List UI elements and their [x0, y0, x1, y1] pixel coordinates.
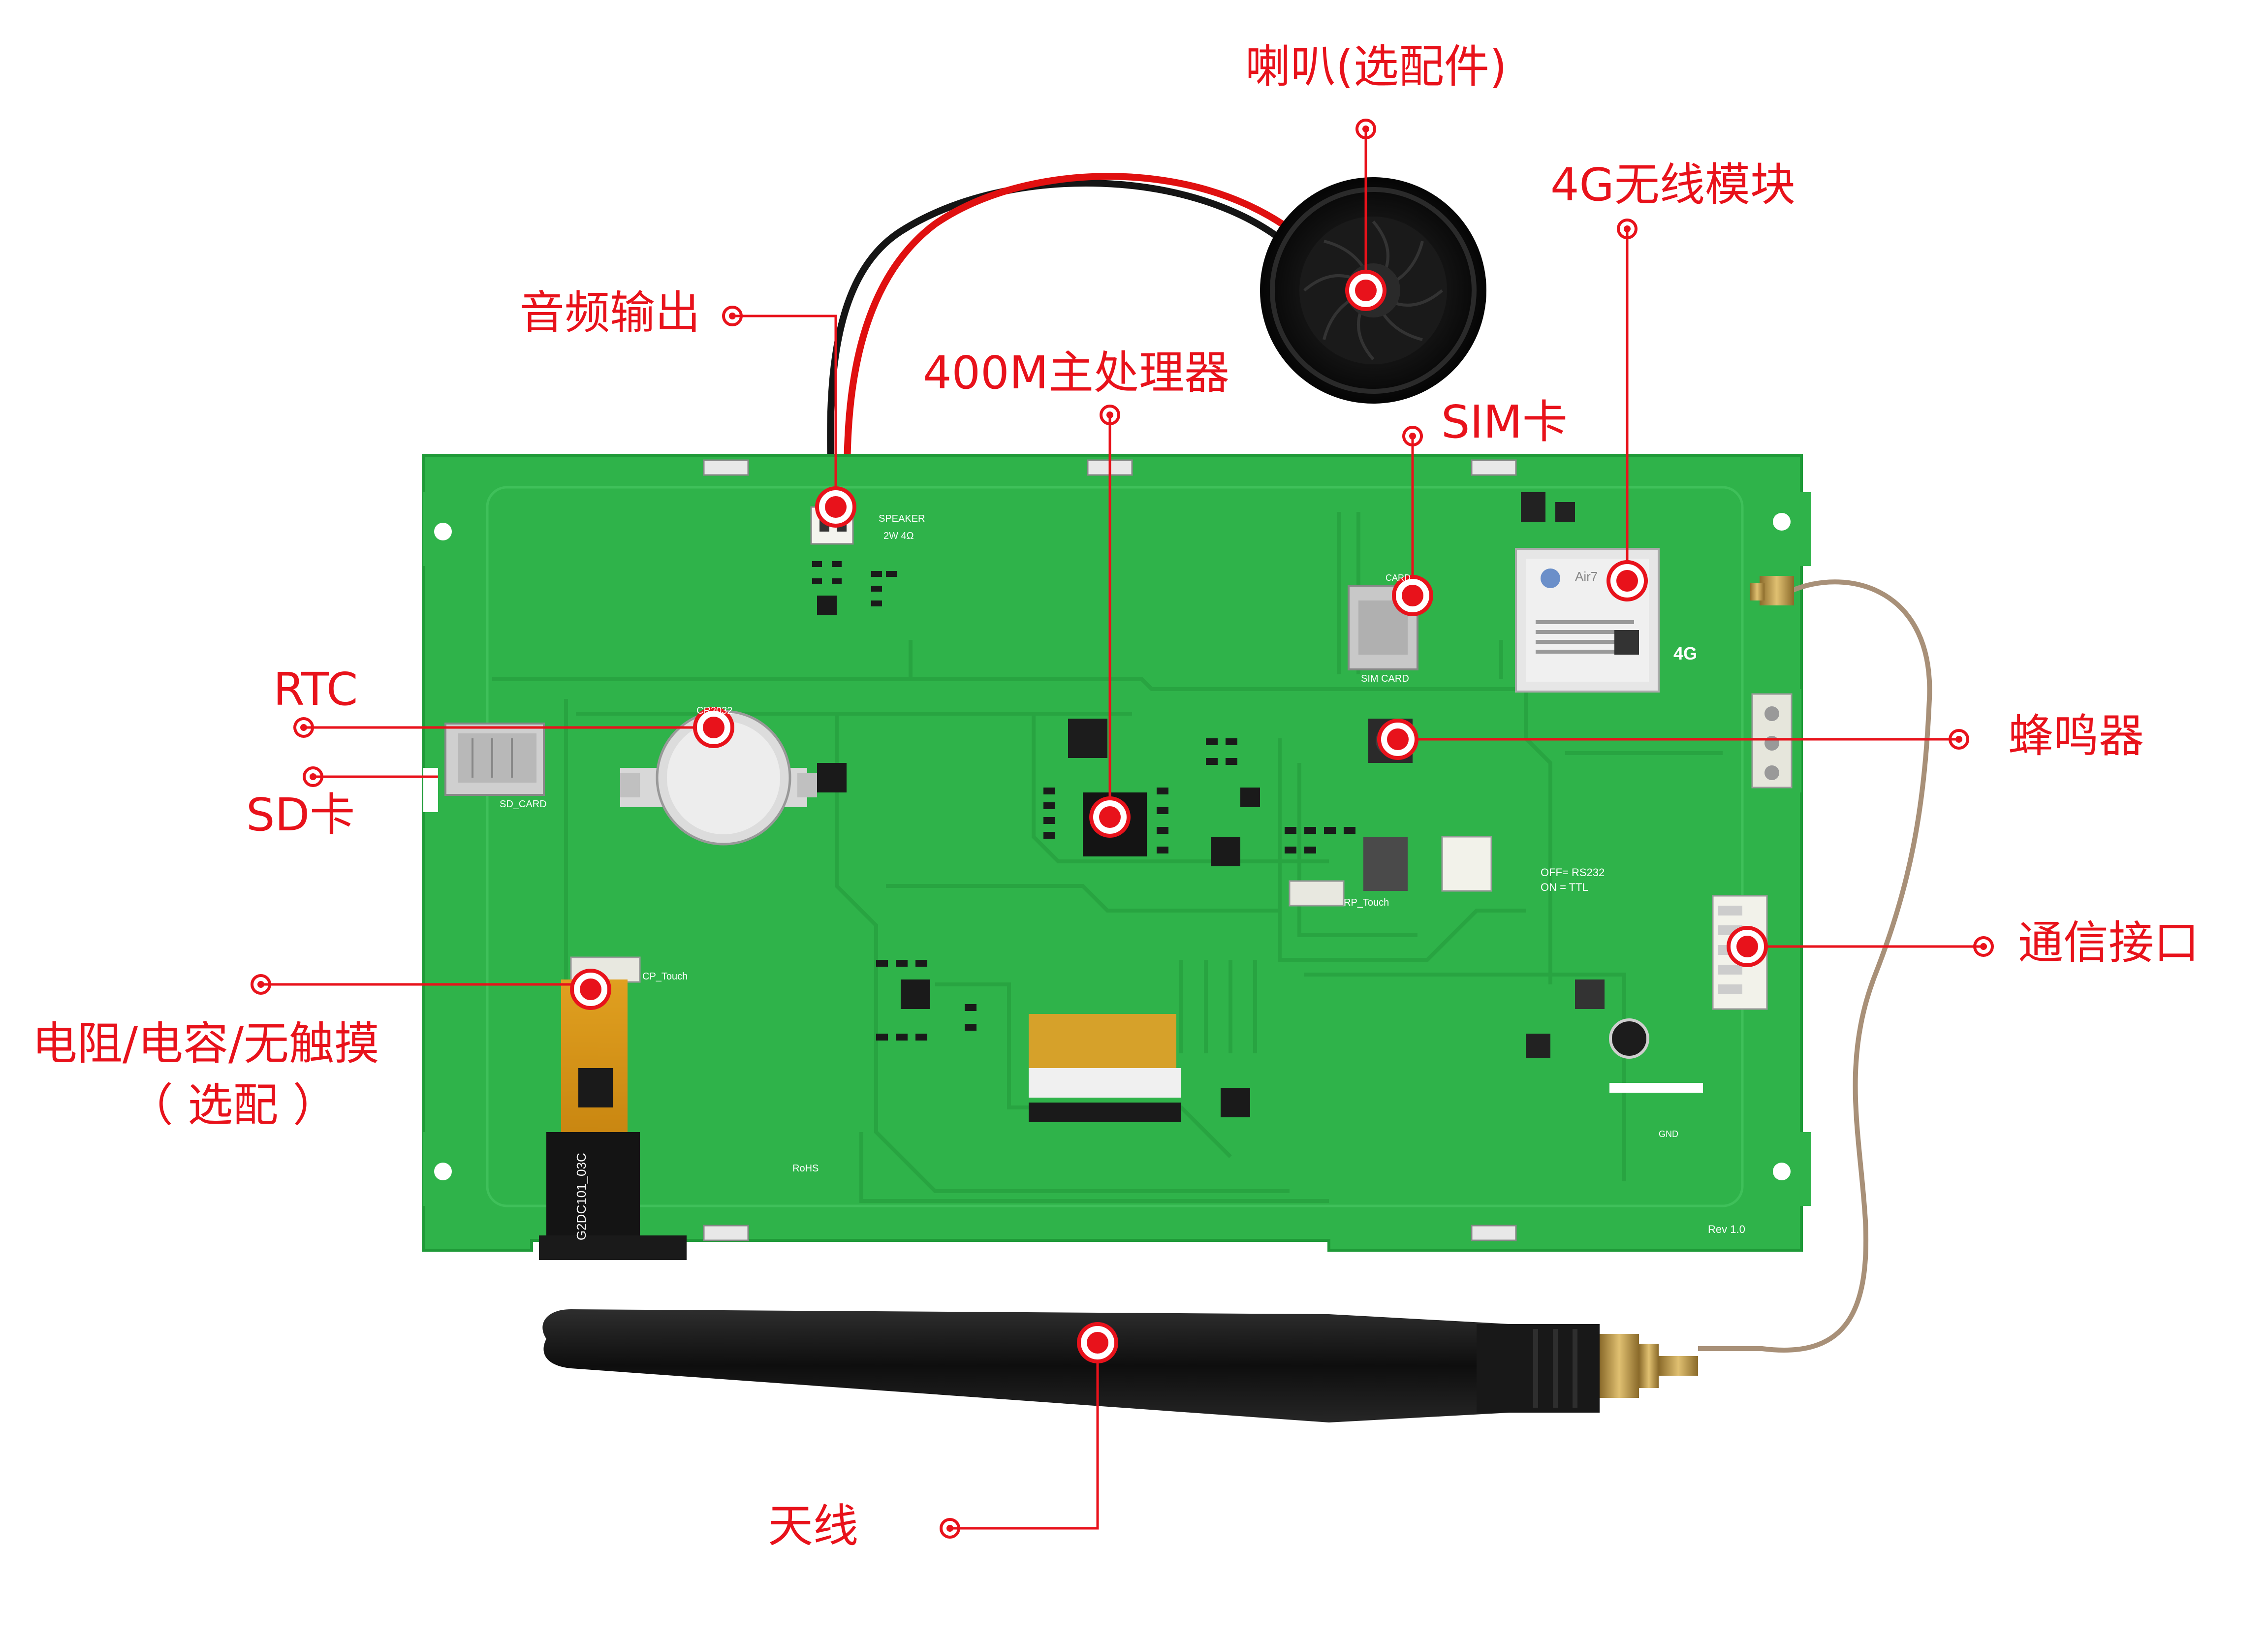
label-sim: SIM卡 — [1441, 396, 1568, 448]
label-cpu: 400M主处理器 — [923, 347, 1229, 399]
callout-dot-audio — [815, 486, 856, 528]
silk-sd-card: SD_CARD — [500, 799, 547, 810]
touch-fpc-ribbon — [539, 979, 687, 1260]
silk-rs232: OFF= RS232 — [1541, 866, 1605, 879]
silk-speaker: SPEAKER — [879, 513, 925, 524]
silk-speaker-spec: 2W 4Ω — [883, 531, 914, 541]
sma-connector-board — [1750, 576, 1794, 605]
label-comm: 通信接口 — [2018, 916, 2200, 969]
silk-rev: Rev 1.0 — [1708, 1223, 1745, 1235]
label-touch-line1: 电阻/电容/无触摸 — [32, 1017, 379, 1070]
label-4g-module: 4G无线模块 — [1550, 158, 1796, 211]
silk-fpc-code: G2DC101_03C — [574, 1153, 589, 1240]
silk-cr2032: CR2032 — [696, 705, 732, 716]
callout-dot-4g — [1606, 560, 1648, 601]
label-speaker: 喇叭(选配件) — [1245, 40, 1507, 93]
callout-dot-speaker — [1345, 270, 1386, 311]
speaker-cable — [827, 173, 1332, 493]
label-sd: SD卡 — [246, 789, 355, 841]
callout-dot-sim — [1392, 575, 1433, 616]
label-rtc: RTC — [273, 663, 358, 716]
antenna — [542, 1309, 1698, 1422]
silk-ttl: ON = TTL — [1541, 881, 1588, 893]
callout-dot-rtc — [693, 707, 734, 748]
silk-sim-card: SIM CARD — [1361, 673, 1409, 684]
callout-dot-antenna — [1077, 1322, 1118, 1363]
silk-lte: 4G — [1673, 643, 1697, 663]
pcb-silkscreen: SPEAKER 2W 4Ω CR2032 SD_CARD SIM CARD CA… — [500, 513, 1745, 1240]
label-buzzer: 蜂鸣器 — [2008, 710, 2144, 762]
callout-dot-touch — [570, 969, 611, 1010]
callout-dot-cpu — [1089, 796, 1131, 838]
silk-gnd: GND — [1659, 1129, 1678, 1139]
label-antenna: 天线 — [768, 1500, 859, 1552]
pcb-components — [444, 459, 1801, 1241]
callout-dot-comm — [1727, 926, 1768, 967]
silk-card: CARD — [1386, 573, 1411, 583]
callout-dots — [251, 119, 1994, 1539]
silk-rp-touch: RP_Touch — [1344, 897, 1389, 908]
antenna-cable — [1698, 579, 1932, 1353]
silk-air: Air7 — [1575, 569, 1598, 584]
label-touch-line2: （ 选配 ） — [128, 1079, 338, 1132]
callout-dot-buzzer — [1377, 719, 1418, 760]
silk-cp-touch: CP_Touch — [642, 971, 688, 982]
pcb-traces — [492, 512, 1723, 1203]
silk-rohs: RoHS — [792, 1163, 819, 1174]
label-audio-out: 音频输出 — [519, 286, 701, 339]
